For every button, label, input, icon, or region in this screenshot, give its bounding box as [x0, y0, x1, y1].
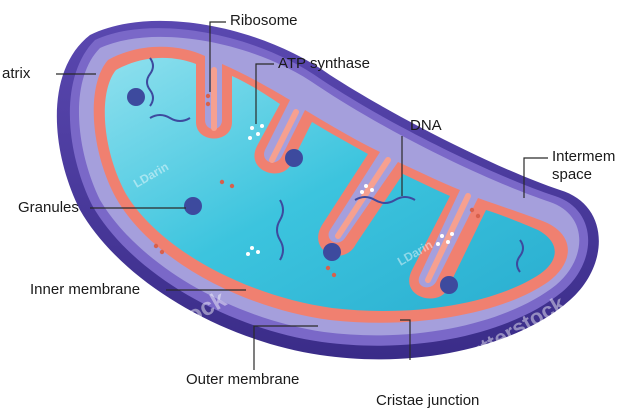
- label-granules: Granules: [18, 199, 79, 217]
- label-atp-synthase: ATP synthase: [278, 55, 370, 73]
- granule: [285, 149, 303, 167]
- label-inner-membrane: Inner membrane: [30, 281, 140, 299]
- label-intermembrane-line1: Intermem: [552, 148, 615, 166]
- granule: [127, 88, 145, 106]
- label-intermembrane-line2: space: [552, 166, 592, 184]
- granule: [440, 276, 458, 294]
- label-ribosome: Ribosome: [230, 12, 298, 30]
- granule: [184, 197, 202, 215]
- label-cristae-junction: Cristae junction: [376, 392, 479, 410]
- label-matrix: atrix: [2, 65, 30, 83]
- label-outer-membrane: Outer membrane: [186, 371, 299, 389]
- label-dna: DNA: [410, 117, 442, 135]
- granule: [323, 243, 341, 261]
